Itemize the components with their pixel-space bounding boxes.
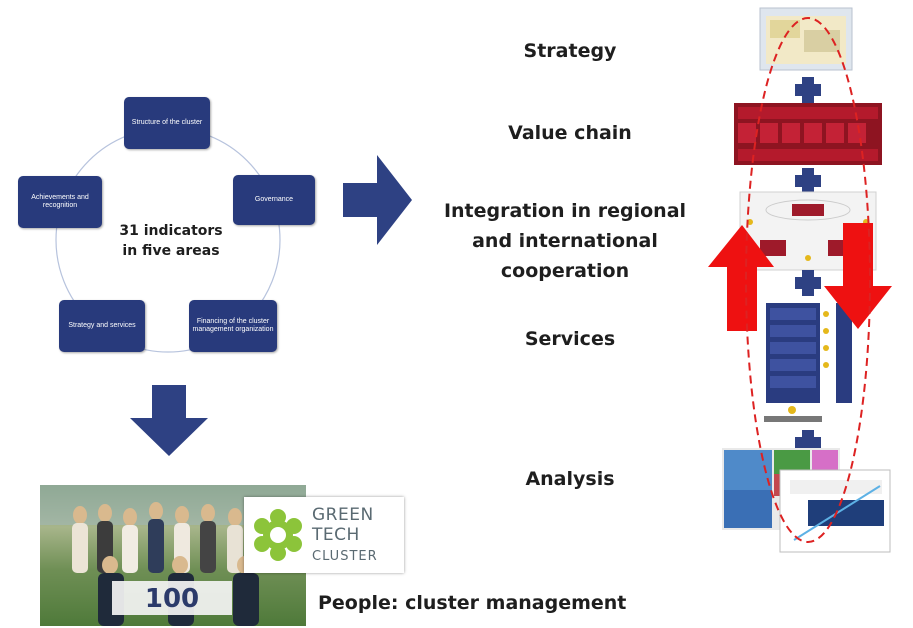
label-integration: Integration in regional and internationa… xyxy=(443,200,687,282)
logo-line-3: CLUSTER xyxy=(312,549,378,564)
right-column-graphics xyxy=(708,7,892,553)
right-arrow-icon xyxy=(343,155,412,245)
gear-logo-icon xyxy=(254,509,302,561)
up-arrow-red-icon xyxy=(708,225,774,331)
services-thumbnail xyxy=(764,303,852,422)
node-financing: Financing of the cluster management orga… xyxy=(189,300,277,352)
label-analysis: Analysis xyxy=(525,468,615,490)
analysis-thumbnail xyxy=(722,448,891,553)
plus-icon xyxy=(795,270,821,296)
node-strategy-services: Strategy and services xyxy=(59,300,145,352)
node-achievements: Achievements and recognition xyxy=(18,176,102,228)
node-structure: Structure of the cluster xyxy=(124,97,210,149)
plus-icon xyxy=(795,168,821,194)
dashed-ellipse xyxy=(745,17,871,543)
down-arrow-icon xyxy=(130,385,208,456)
label-strategy: Strategy xyxy=(523,40,617,62)
logo-line-1: GREEN xyxy=(312,505,374,525)
value-chain-thumbnail xyxy=(734,103,882,165)
label-services: Services xyxy=(524,328,616,350)
photo-sign-text: 100 xyxy=(145,584,199,614)
team-photo-figures: 100 xyxy=(40,485,306,626)
logo-line-2: TECH xyxy=(312,525,360,545)
label-value-chain: Value chain xyxy=(508,122,632,144)
green-tech-cluster-logo: GREEN TECH CLUSTER xyxy=(244,497,404,573)
down-arrow-red-icon xyxy=(824,223,892,329)
label-people: People: cluster management xyxy=(318,592,627,614)
cycle-center-text: 31 indicators in five areas xyxy=(119,223,223,259)
plus-icon xyxy=(795,77,821,103)
node-governance: Governance xyxy=(233,175,315,225)
